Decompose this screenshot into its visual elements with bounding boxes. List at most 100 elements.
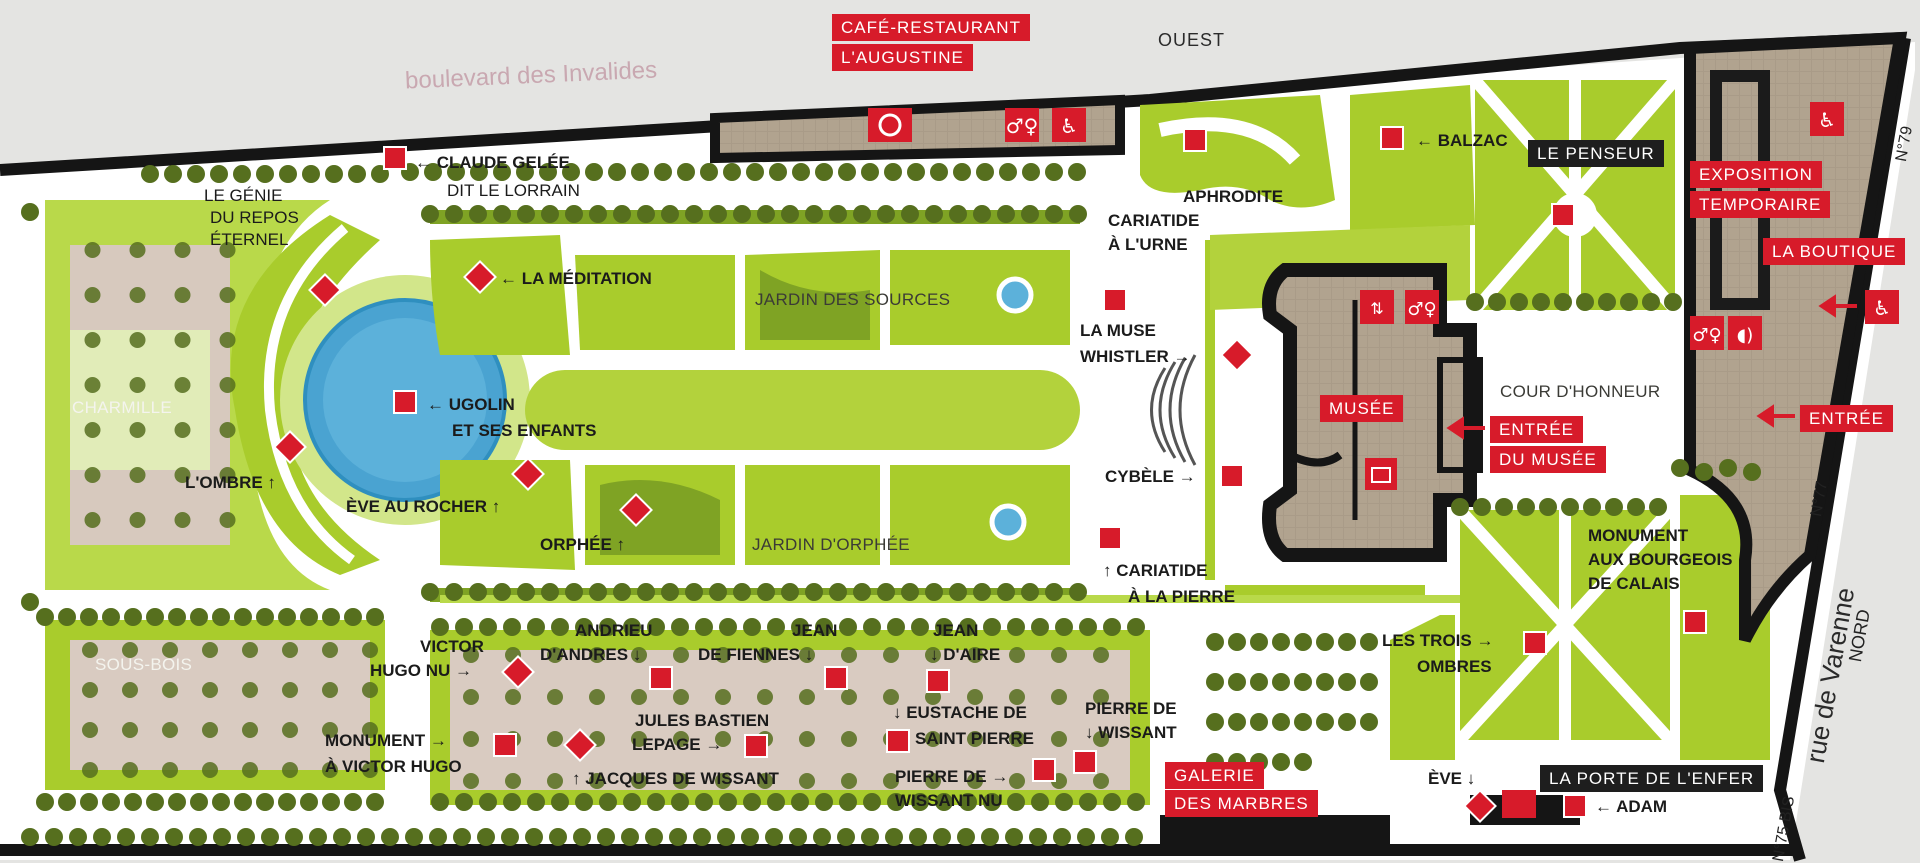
alley-hedge-row: [1225, 585, 1425, 595]
artwork-marker-adam[interactable]: [1563, 794, 1587, 818]
tree: [673, 731, 689, 747]
tree: [102, 793, 120, 811]
artwork-marker-penseur[interactable]: [1551, 203, 1575, 227]
tree: [757, 647, 773, 663]
tree: [1206, 673, 1224, 691]
artwork-marker-eve-rocher[interactable]: [511, 457, 545, 491]
sources-parterre-2: [575, 255, 735, 350]
tree: [69, 828, 87, 846]
tree: [1466, 293, 1484, 311]
tree: [210, 165, 228, 183]
tree: [1022, 163, 1040, 181]
tree: [322, 793, 340, 811]
tree: [983, 618, 1001, 636]
tree: [565, 583, 583, 601]
tree: [781, 583, 799, 601]
artwork-marker-ombre[interactable]: [273, 430, 307, 464]
artwork-marker-jacques-wissant[interactable]: [563, 728, 597, 762]
tree: [925, 773, 941, 789]
tree: [671, 618, 689, 636]
label-jules-1: JULES BASTIEN: [635, 711, 770, 730]
tree: [219, 332, 236, 348]
alley-hedge-east: [1205, 240, 1215, 580]
expo-room-inner: [1722, 82, 1758, 298]
tree: [841, 647, 857, 663]
tree: [1068, 163, 1086, 181]
tree: [839, 793, 857, 811]
tree: [877, 205, 895, 223]
trees: [21, 163, 1761, 846]
label-monument-calais-2: AUX BOURGEOIS: [1588, 550, 1733, 569]
artwork-marker-pierre-wissant[interactable]: [1073, 750, 1097, 774]
tree: [503, 793, 521, 811]
tree: [967, 647, 983, 663]
artwork-marker-muse-whistler[interactable]: [1220, 338, 1254, 372]
tree: [949, 205, 967, 223]
tree: [911, 793, 929, 811]
tree: [1103, 793, 1121, 811]
label-cybele: CYBÈLE →: [1105, 467, 1196, 486]
tree: [84, 377, 101, 393]
tree: [613, 583, 631, 601]
tree: [1649, 498, 1667, 516]
tree: [333, 828, 351, 846]
artwork-marker-claude-gelee[interactable]: [383, 146, 407, 170]
tree: [174, 242, 191, 258]
tree: [715, 731, 731, 747]
artwork-marker-pierre-wissant-nu[interactable]: [1032, 758, 1056, 782]
artwork-marker-victor-hugo-nu[interactable]: [501, 655, 535, 689]
label-genie-3: ÉTERNEL: [210, 230, 289, 249]
entree-label: ENTRÉE: [1800, 405, 1893, 432]
tree: [631, 163, 649, 181]
tree: [505, 773, 521, 789]
tree: [695, 793, 713, 811]
artwork-marker-cariatide-pierre[interactable]: [1098, 526, 1122, 550]
hemicycle-inner: [264, 224, 355, 565]
artwork-marker-balzac[interactable]: [1380, 126, 1404, 150]
artwork-marker-bourgeois-calais[interactable]: [1683, 610, 1707, 634]
tree: [362, 722, 378, 738]
tree: [164, 165, 182, 183]
artwork-marker-trois-ombres[interactable]: [1523, 631, 1547, 655]
artwork-marker-ugolin[interactable]: [393, 390, 417, 414]
tree: [623, 793, 641, 811]
artwork-marker-aire[interactable]: [926, 669, 950, 693]
artwork-marker-eve[interactable]: [1463, 789, 1497, 823]
tree: [1495, 498, 1513, 516]
tree: [366, 608, 384, 626]
tree: [933, 828, 951, 846]
tree: [234, 608, 252, 626]
tree: [117, 828, 135, 846]
tree: [799, 773, 815, 789]
tree: [589, 647, 605, 663]
artwork-marker-orphee[interactable]: [619, 493, 653, 527]
tree: [909, 828, 927, 846]
label-monument-calais-3: DE CALAIS: [1588, 574, 1680, 593]
orphee-pond: [989, 503, 1027, 541]
artwork-marker-cariatide-urne[interactable]: [1103, 288, 1127, 312]
artwork-marker-jules-bastien[interactable]: [744, 734, 768, 758]
artwork-marker-cybele[interactable]: [1220, 464, 1244, 488]
tree: [1228, 633, 1246, 651]
artwork-marker-meditation[interactable]: [463, 260, 497, 294]
svg-text:⇅: ⇅: [1370, 299, 1383, 318]
tree: [815, 793, 833, 811]
tree: [715, 647, 731, 663]
tree: [575, 793, 593, 811]
tree: [165, 828, 183, 846]
tree: [1316, 633, 1334, 651]
tree: [841, 689, 857, 705]
artwork-marker-monument-victor-hugo[interactable]: [493, 733, 517, 757]
artwork-marker-genie-repos[interactable]: [308, 273, 342, 307]
tree: [541, 583, 559, 601]
tree: [424, 163, 442, 181]
label-fiennes-1: JEAN: [792, 621, 838, 640]
artwork-marker-eustache[interactable]: [886, 729, 910, 753]
artwork-marker-aphrodite[interactable]: [1183, 128, 1207, 152]
tree: [93, 828, 111, 846]
artwork-marker-fiennes[interactable]: [824, 666, 848, 690]
artwork-marker-andrieu[interactable]: [649, 666, 673, 690]
label-ugolin-2: ET SES ENFANTS: [452, 421, 597, 440]
aphrodite-path: [1158, 117, 1301, 165]
